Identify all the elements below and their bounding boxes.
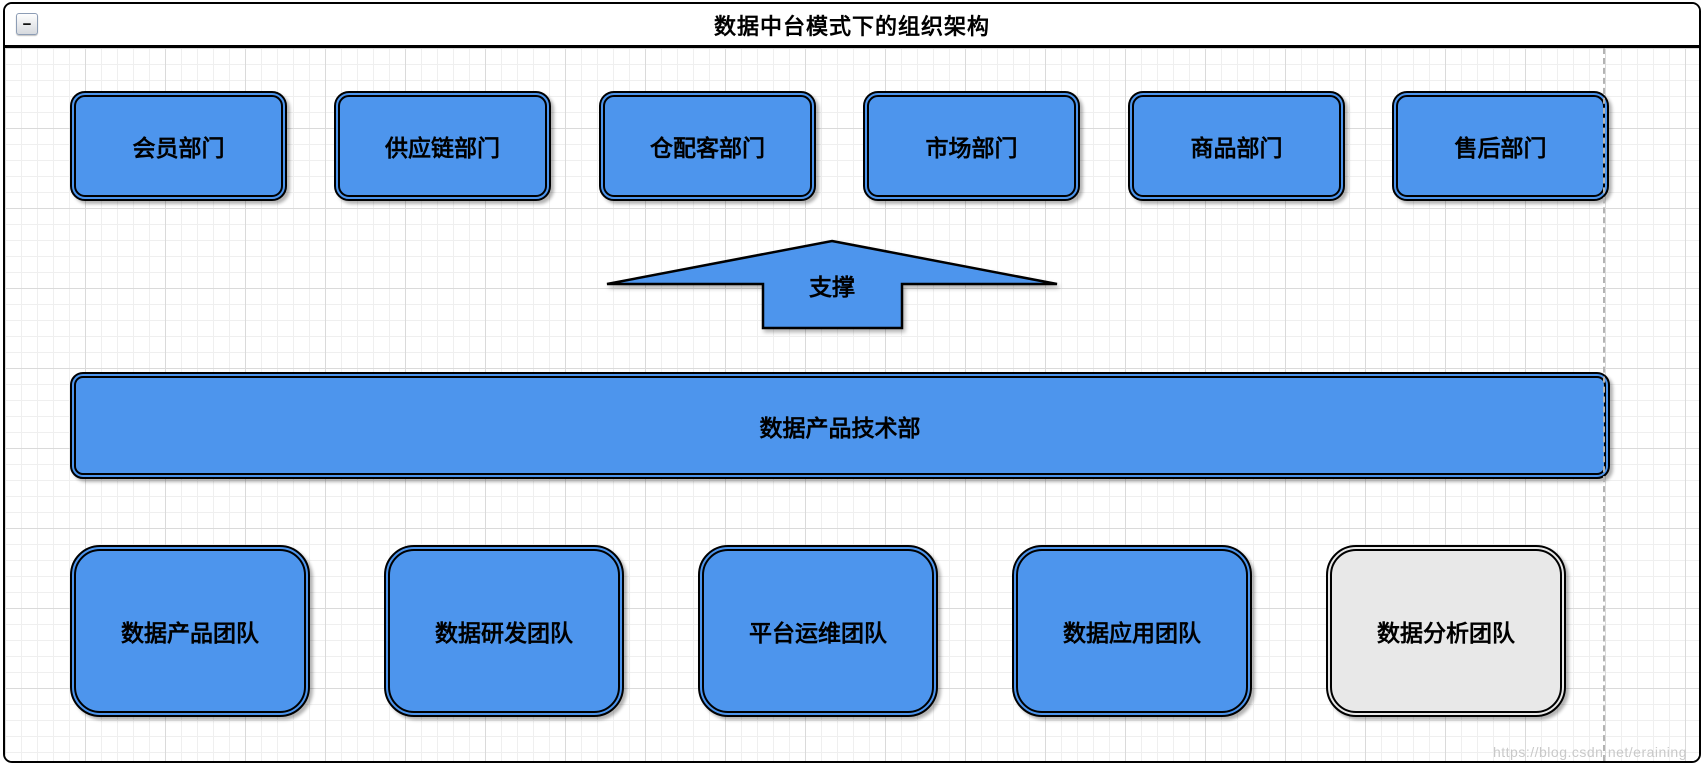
title-bar: − 数据中台模式下的组织架构: [5, 4, 1699, 48]
node-label: 供应链部门: [385, 135, 500, 161]
node-dept-warehouse[interactable]: 仓配客部门: [599, 91, 816, 201]
collapse-button[interactable]: −: [16, 13, 38, 35]
node-label: 市场部门: [925, 135, 1018, 161]
node-team-data-rnd[interactable]: 数据研发团队: [384, 545, 624, 717]
support-up-arrow[interactable]: 支撑: [580, 230, 1080, 340]
node-data-product-tech-dept[interactable]: 数据产品技术部: [70, 372, 1610, 479]
node-label: 会员部门: [132, 135, 225, 161]
node-label: 商品部门: [1190, 135, 1283, 161]
node-team-platform-ops[interactable]: 平台运维团队: [698, 545, 938, 717]
node-dept-supply-chain[interactable]: 供应链部门: [334, 91, 551, 201]
node-team-data-product[interactable]: 数据产品团队: [70, 545, 310, 717]
node-team-data-analysis[interactable]: 数据分析团队: [1326, 545, 1566, 717]
node-label: 数据应用团队: [1063, 620, 1201, 646]
node-dept-product[interactable]: 商品部门: [1128, 91, 1345, 201]
page-title: 数据中台模式下的组织架构: [713, 13, 990, 39]
node-team-data-app[interactable]: 数据应用团队: [1012, 545, 1252, 717]
node-label: 数据产品团队: [121, 620, 259, 646]
node-dept-after-sales[interactable]: 售后部门: [1392, 91, 1609, 201]
node-label: 仓配客部门: [650, 135, 765, 161]
page-boundary-dashed-line: [1603, 48, 1605, 761]
node-label: 平台运维团队: [749, 620, 887, 646]
node-dept-member[interactable]: 会员部门: [70, 91, 287, 201]
watermark-text: https://blog.csdn.net/eraining: [1492, 744, 1687, 760]
diagram-window: − 数据中台模式下的组织架构 会员部门 供应链部门 仓配客部门 市场部门 商品部…: [3, 2, 1701, 763]
minus-icon: −: [22, 15, 32, 33]
node-label: 数据研发团队: [435, 620, 573, 646]
node-label: 售后部门: [1454, 135, 1547, 161]
node-label: 数据分析团队: [1377, 620, 1515, 646]
node-dept-market[interactable]: 市场部门: [863, 91, 1080, 201]
up-arrow-shape: [606, 239, 1058, 330]
diagram-canvas: 会员部门 供应链部门 仓配客部门 市场部门 商品部门 售后部门 支撑 数据产品技…: [5, 48, 1699, 761]
arrow-label: 支撑: [808, 274, 855, 300]
node-label: 数据产品技术部: [759, 414, 921, 441]
